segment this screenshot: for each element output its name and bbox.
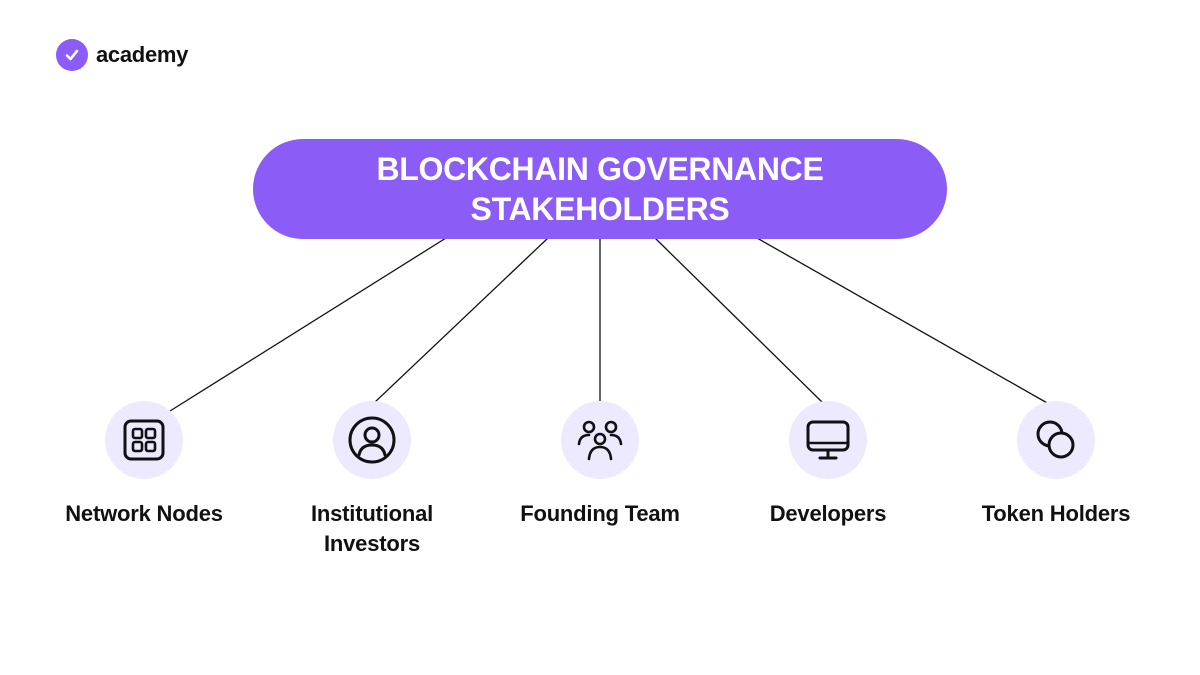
stakeholder-developers: Developers	[728, 401, 928, 529]
stakeholder-founding-team: Founding Team	[500, 401, 700, 529]
stakeholder-network-nodes: Network Nodes	[44, 401, 244, 529]
connector-line-network-nodes	[169, 237, 447, 412]
stakeholder-label: Developers	[769, 501, 887, 526]
brand-logo: academy	[56, 39, 188, 71]
diagram-title: BLOCKCHAIN GOVERNANCE STAKEHOLDERS	[376, 151, 824, 227]
stakeholder-institutional-investors: Institutional Investors	[272, 401, 472, 559]
connector-line-institutional-investors	[373, 237, 549, 404]
user-circle-icon	[333, 401, 411, 479]
monitor-icon	[789, 401, 867, 479]
stakeholder-label: Token Holders	[981, 501, 1131, 526]
brand-name: academy	[96, 42, 189, 67]
connector-line-developers	[654, 237, 824, 404]
title-pill: BLOCKCHAIN GOVERNANCE STAKEHOLDERS	[253, 139, 947, 239]
group-icon	[561, 401, 639, 479]
stakeholder-label: Institutional Investors	[310, 501, 434, 556]
connector-line-token-holders	[756, 237, 1050, 405]
stakeholder-label: Network Nodes	[65, 501, 223, 526]
overlapping-circles-icon	[1017, 401, 1095, 479]
stakeholder-label: Founding Team	[520, 501, 680, 526]
check-badge-icon	[56, 39, 88, 71]
stakeholder-token-holders: Token Holders	[956, 401, 1156, 529]
grid-icon	[105, 401, 183, 479]
